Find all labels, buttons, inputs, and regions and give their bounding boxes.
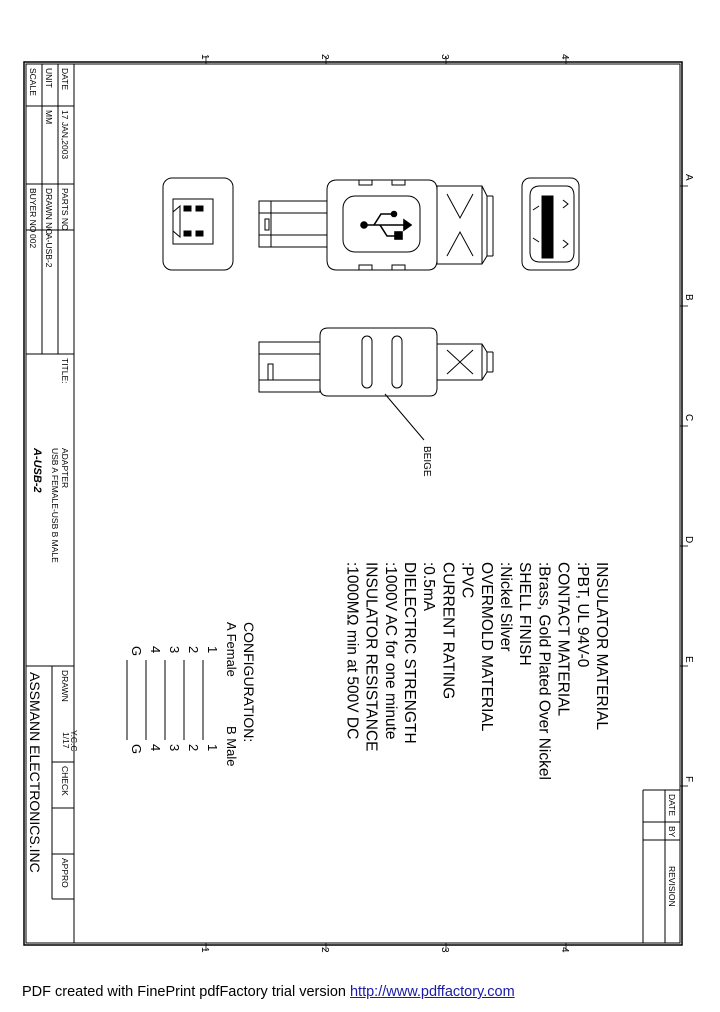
- title-line-1: ADAPTER: [60, 448, 70, 488]
- config-pin-a: 4: [148, 646, 163, 653]
- drawn-date: 1/17: [61, 732, 71, 749]
- usb-b-end-view: [162, 177, 234, 271]
- spec-line: :Nickel Silver: [497, 562, 514, 652]
- revision-by-label: BY: [667, 826, 677, 838]
- spec-line: :Brass, Gold Plated Over Nickel: [535, 562, 552, 780]
- usb-a-receptacle-view: [521, 177, 580, 271]
- config-pin-b: 1: [205, 744, 220, 751]
- beige-callout: BEIGE: [421, 446, 432, 477]
- appro-label: APPRO: [60, 858, 70, 888]
- grid-col-label-2-bottom: 2: [319, 947, 330, 953]
- revision-date-label: DATE: [667, 794, 677, 816]
- footer-link[interactable]: http://www.pdffactory.com: [349, 984, 515, 1000]
- spec-line: SHELL FINISH: [516, 562, 533, 666]
- config-pin-a: 2: [186, 646, 201, 653]
- check-label: CHECK: [60, 766, 70, 796]
- unit-value: MM: [44, 110, 54, 124]
- title-label: TITLE:: [60, 358, 70, 384]
- config-pin-a: G: [129, 646, 144, 656]
- adapter-side-view: [258, 179, 494, 271]
- buyer-no-value: 002: [28, 234, 38, 248]
- parts-no-label: PARTS NO: [60, 188, 70, 231]
- config-pin-b: 3: [167, 744, 182, 751]
- spec-line: INSULATOR MATERIAL: [593, 562, 610, 730]
- spec-line: CONTACT MATERIAL: [555, 562, 572, 717]
- adapter-top-view: [258, 327, 494, 397]
- drawn-no-label: DRAWN NO: [44, 188, 54, 235]
- grid-row-label-a: A: [683, 174, 694, 181]
- grid-col-label-4: 4: [559, 54, 570, 60]
- revision-label: REVISION: [667, 866, 677, 907]
- spec-line: :0.5mA: [420, 562, 437, 612]
- grid-col-label-1: 1: [199, 54, 210, 60]
- revision-block: [642, 789, 680, 943]
- spec-line: DIELECTRIC STRENGTH: [401, 562, 418, 744]
- title-block: [26, 64, 75, 943]
- drawn-by: Y.C.C: [69, 730, 79, 752]
- grid-col-label-2: 2: [319, 54, 330, 60]
- drawn-no-value: A-USB-2: [44, 234, 54, 268]
- drawn-label: DRAWN: [60, 670, 70, 702]
- inner-border: [25, 63, 681, 944]
- config-pin-b: 2: [186, 744, 201, 751]
- config-pin-b: 4: [148, 744, 163, 751]
- spec-line: CURRENT RATING: [439, 562, 456, 699]
- config-pin-b: G: [129, 744, 144, 754]
- grid-row-label-e: E: [683, 656, 694, 663]
- spec-line: :1000MΩ min at 500V DC: [343, 562, 360, 739]
- spec-line: INSULATOR RESISTANCE: [363, 562, 380, 751]
- buyer-no-label: BUYER NO: [28, 188, 38, 233]
- scale-label: SCALE: [28, 68, 38, 96]
- grid-col-label-3-bottom: 3: [439, 947, 450, 953]
- grid-row-label-f: F: [683, 776, 694, 782]
- grid-row-label-d: D: [683, 536, 694, 543]
- pdf-footer: PDF created with FinePrint pdfFactory tr…: [22, 984, 515, 1000]
- title-line-2: USB A FEMALE-USB B MALE: [50, 448, 60, 563]
- spec-line: OVERMOLD MATERIAL: [478, 562, 495, 732]
- drawing-sheet: 1 2 3 4 1 2 3 4 A B C D E F DATE 17 JAN,…: [23, 54, 694, 953]
- beige-callout-leader: [384, 393, 425, 441]
- config-pin-a: 3: [167, 646, 182, 653]
- grid-row-label-c: C: [683, 414, 694, 421]
- footer-text: PDF created with FinePrint pdfFactory tr…: [22, 984, 350, 1000]
- company-name: ASSMANN ELECTRONICS.INC: [27, 672, 43, 873]
- outer-border: [23, 61, 683, 946]
- grid-col-label-4-bottom: 4: [559, 947, 570, 953]
- grid-col-label-3: 3: [439, 54, 450, 60]
- configuration-title: CONFIGURATION:: [241, 622, 257, 742]
- grid-zone-markers: [205, 56, 688, 951]
- config-col-a: A Female: [224, 622, 239, 677]
- date-label: DATE: [60, 68, 70, 90]
- grid-col-label-1-bottom: 1: [199, 947, 210, 953]
- spec-line: :PBT, UL 94V-0: [574, 562, 591, 668]
- title-part-number: A-USB-2: [31, 447, 43, 493]
- spec-line: :1000V AC for one minute: [382, 562, 399, 740]
- specifications: INSULATOR MATERIAL:PBT, UL 94V-0CONTACT …: [343, 562, 610, 780]
- config-pin-a: 1: [205, 646, 220, 653]
- config-col-b: B Male: [224, 726, 239, 766]
- date-value: 17 JAN,2003: [60, 110, 70, 159]
- usb-logo-icon: [360, 210, 413, 240]
- spec-line: :PVC: [459, 562, 476, 598]
- configuration: CONFIGURATION: A Female B Male 11223344G…: [126, 622, 257, 766]
- unit-label: UNIT: [44, 68, 54, 88]
- grid-row-label-b: B: [683, 294, 694, 301]
